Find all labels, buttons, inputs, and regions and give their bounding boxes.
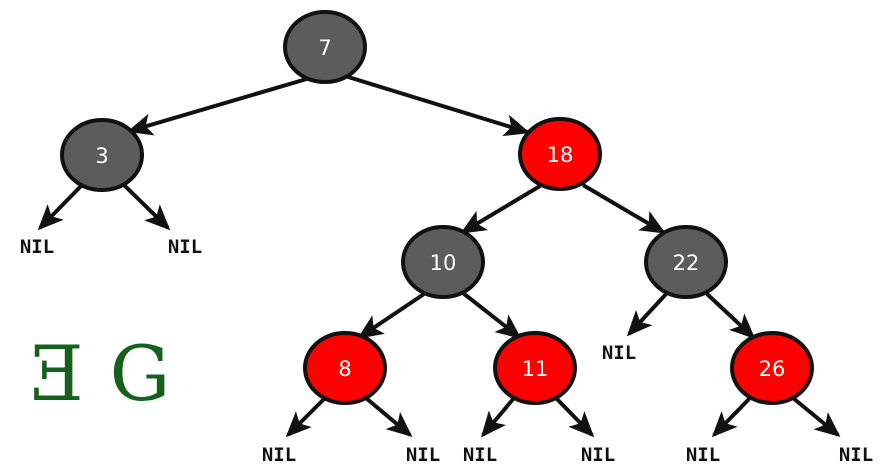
edge-n7-to-n18 bbox=[344, 74, 531, 137]
nodes-layer: 7 3 18 10 22 8 11 26 bbox=[60, 10, 814, 405]
nil-leaf-label: NIL bbox=[686, 444, 720, 466]
node-value-label: 22 bbox=[673, 251, 700, 275]
edge-n22-to-n26 bbox=[704, 291, 756, 340]
geeksforgeeks-logo: Ǝ G bbox=[30, 329, 170, 418]
edge-n11-to-nil5 bbox=[480, 396, 516, 438]
node-circle-black bbox=[60, 118, 144, 192]
nil-leaf-label: NIL bbox=[581, 444, 615, 466]
nil-leaf-label: NIL bbox=[168, 236, 202, 258]
node-circle-red bbox=[730, 331, 814, 405]
edge-n7-to-n3 bbox=[126, 76, 311, 136]
nil-leaf-label: NIL bbox=[839, 444, 873, 466]
nil-labels-layer: NIL NIL NIL NIL NIL NIL NIL NIL NIL bbox=[20, 236, 873, 466]
node-value-label: 10 bbox=[430, 251, 457, 275]
edge-n26-to-nil9 bbox=[791, 396, 841, 438]
nil-leaf-label: NIL bbox=[463, 444, 497, 466]
node-value-label: 3 bbox=[95, 144, 108, 168]
node-circle-black bbox=[283, 10, 367, 84]
tree-node-10[interactable]: 10 bbox=[401, 225, 485, 299]
tree-node-3[interactable]: 3 bbox=[60, 118, 144, 192]
nil-leaf-label: NIL bbox=[262, 444, 296, 466]
nil-leaf-label: NIL bbox=[406, 444, 440, 466]
node-circle-red bbox=[303, 331, 387, 405]
logo-layer: Ǝ G bbox=[30, 329, 170, 418]
node-value-label: 7 bbox=[318, 36, 331, 60]
node-circle-red bbox=[518, 117, 602, 191]
tree-node-22[interactable]: 22 bbox=[644, 225, 728, 299]
edge-n11-to-nil6 bbox=[554, 396, 595, 438]
node-circle-black bbox=[644, 225, 728, 299]
edge-n22-to-nil7 bbox=[626, 291, 669, 337]
edge-n3-to-nil2 bbox=[122, 183, 171, 231]
tree-node-8[interactable]: 8 bbox=[303, 331, 387, 405]
tree-node-18[interactable]: 18 bbox=[518, 117, 602, 191]
node-value-label: 26 bbox=[759, 357, 786, 381]
edge-n8-to-nil4 bbox=[364, 396, 413, 438]
tree-node-11[interactable]: 11 bbox=[493, 331, 577, 405]
node-value-label: 18 bbox=[547, 143, 574, 167]
edge-n18-to-n22 bbox=[581, 183, 666, 234]
nil-leaf-label: NIL bbox=[602, 342, 636, 364]
node-value-label: 8 bbox=[338, 357, 351, 381]
edge-n3-to-nil1 bbox=[37, 183, 84, 231]
tree-node-26[interactable]: 26 bbox=[730, 331, 814, 405]
node-value-label: 11 bbox=[522, 357, 549, 381]
nil-leaf-label: NIL bbox=[20, 236, 54, 258]
node-circle-red bbox=[493, 331, 577, 405]
edge-n10-to-n8 bbox=[357, 292, 426, 339]
edge-n8-to-nil3 bbox=[285, 396, 327, 438]
tree-node-7[interactable]: 7 bbox=[283, 10, 367, 84]
edge-n26-to-nil8 bbox=[711, 396, 752, 438]
edges-layer bbox=[37, 74, 841, 438]
edge-n18-to-n10 bbox=[460, 184, 542, 234]
edge-n10-to-n11 bbox=[461, 291, 522, 339]
node-circle-black bbox=[401, 225, 485, 299]
